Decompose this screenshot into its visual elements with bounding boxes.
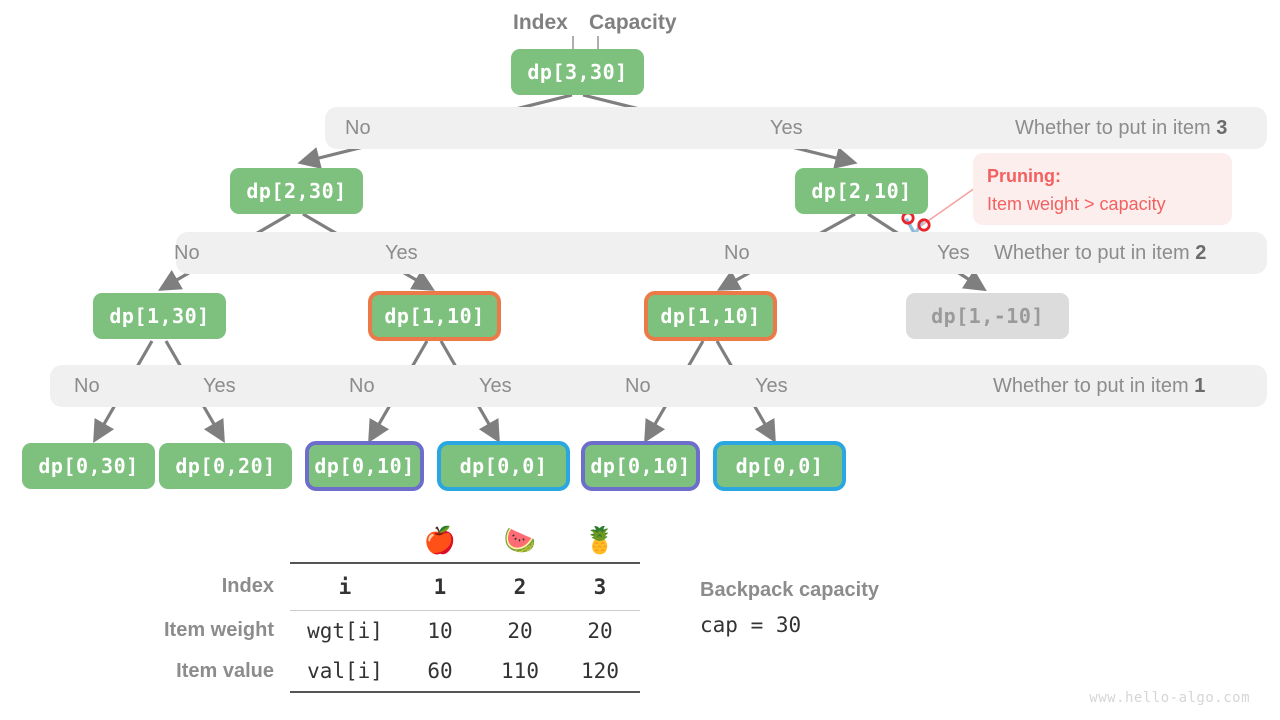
table-row-label-value: Item value	[176, 660, 274, 682]
watermelon-icon: 🍉	[503, 525, 537, 555]
branch-label-l3-yes-1: Yes	[203, 375, 236, 397]
node-dp-0-20[interactable]: dp[0,20]	[159, 443, 292, 489]
level-bar-item3	[325, 107, 1267, 149]
level-bar-item2	[176, 232, 1267, 274]
table-cell-index-3: 3	[560, 562, 640, 611]
table-row: Item weight wgt[i] 10 20 20	[140, 610, 640, 651]
table-key-i: i	[290, 562, 400, 611]
table-cell-weight-3: 20	[560, 610, 640, 651]
node-dp-0-0-right[interactable]: dp[0,0]	[713, 441, 846, 491]
node-dp-1-30[interactable]: dp[1,30]	[93, 293, 226, 339]
table-cell-index-1: 1	[400, 562, 480, 611]
apple-icon: 🍎	[423, 525, 457, 555]
branch-label-l1-yes: Yes	[770, 117, 803, 139]
table-row-label-weight: Item weight	[163, 619, 274, 642]
backpack-capacity-value: cap = 30	[700, 613, 802, 637]
table-cell-value-1: 60	[400, 651, 480, 693]
branch-label-l2-yes-1: Yes	[385, 242, 418, 264]
branch-label-l3-no-1: No	[74, 375, 100, 397]
branch-label-l2-yes-2: Yes	[937, 242, 970, 264]
branch-label-l3-no-3: No	[625, 375, 651, 397]
node-dp-3-30[interactable]: dp[3,30]	[511, 49, 644, 95]
level-title-item2: Whether to put in item 2	[994, 243, 1206, 263]
table-emoji-row: 🍎 🍉 🍍	[140, 518, 640, 563]
backpack-capacity-title: Backpack capacity	[700, 579, 880, 601]
level-title-item3-num: 3	[1216, 117, 1228, 139]
emoji-spacer-1	[140, 518, 290, 563]
watermark: www.hello-algo.com	[1089, 690, 1250, 706]
node-dp-0-0-left[interactable]: dp[0,0]	[437, 441, 570, 491]
branch-label-l3-yes-2: Yes	[479, 375, 512, 397]
node-dp-2-30[interactable]: dp[2,30]	[230, 168, 363, 214]
table-cell-weight-1: 10	[400, 610, 480, 651]
node-dp-0-10-right[interactable]: dp[0,10]	[581, 441, 700, 491]
emoji-spacer-2	[290, 518, 400, 563]
node-dp-1-10-left[interactable]: dp[1,10]	[368, 291, 501, 341]
table-cell-value-3: 120	[560, 651, 640, 693]
level-bar-item1	[50, 365, 1267, 407]
node-dp-1-10-right[interactable]: dp[1,10]	[644, 291, 777, 341]
node-dp-0-30[interactable]: dp[0,30]	[22, 443, 155, 489]
table-cell-weight-2: 20	[480, 610, 560, 651]
table-cell-index-2: 2	[480, 562, 560, 611]
table-row: Item value val[i] 60 110 120	[140, 651, 640, 693]
pruning-title: Pruning:	[987, 166, 1061, 186]
node-dp-2-10[interactable]: dp[2,10]	[795, 168, 928, 214]
caption-capacity: Capacity	[589, 11, 677, 34]
table-row-label-index: Index	[221, 575, 274, 598]
caption-index: Index	[513, 11, 568, 34]
items-table-wrap: 🍎 🍉 🍍 Index i 1 2 3 Item weight wgt[i] 1…	[140, 518, 700, 693]
table-cell-value-2: 110	[480, 651, 560, 693]
branch-label-l2-no-1: No	[174, 242, 200, 264]
level-title-item3-text: Whether to put in item	[1015, 117, 1217, 139]
branch-label-l1-no: No	[345, 117, 371, 139]
level-title-item3: Whether to put in item 3	[1015, 118, 1227, 138]
node-dp-1-neg10[interactable]: dp[1,-10]	[906, 293, 1069, 339]
pruning-reason: Item weight > capacity	[987, 193, 1166, 214]
level-title-item1-text: Whether to put in item	[993, 375, 1195, 397]
level-title-item1-num: 1	[1194, 375, 1206, 397]
node-dp-0-10-left[interactable]: dp[0,10]	[305, 441, 424, 491]
level-title-item1: Whether to put in item 1	[993, 376, 1205, 396]
table-key-val: val[i]	[290, 651, 400, 693]
level-title-item2-text: Whether to put in item	[994, 242, 1196, 264]
table-key-wgt: wgt[i]	[290, 610, 400, 651]
table-row: Index i 1 2 3	[140, 562, 640, 611]
pineapple-icon: 🍍	[583, 525, 617, 555]
branch-label-l2-no-2: No	[724, 242, 750, 264]
branch-label-l3-yes-3: Yes	[755, 375, 788, 397]
level-title-item2-num: 2	[1195, 242, 1207, 264]
items-table: 🍎 🍉 🍍 Index i 1 2 3 Item weight wgt[i] 1…	[140, 518, 640, 693]
branch-label-l3-no-2: No	[349, 375, 375, 397]
pruning-callout: Pruning: Item weight > capacity	[973, 153, 1232, 225]
